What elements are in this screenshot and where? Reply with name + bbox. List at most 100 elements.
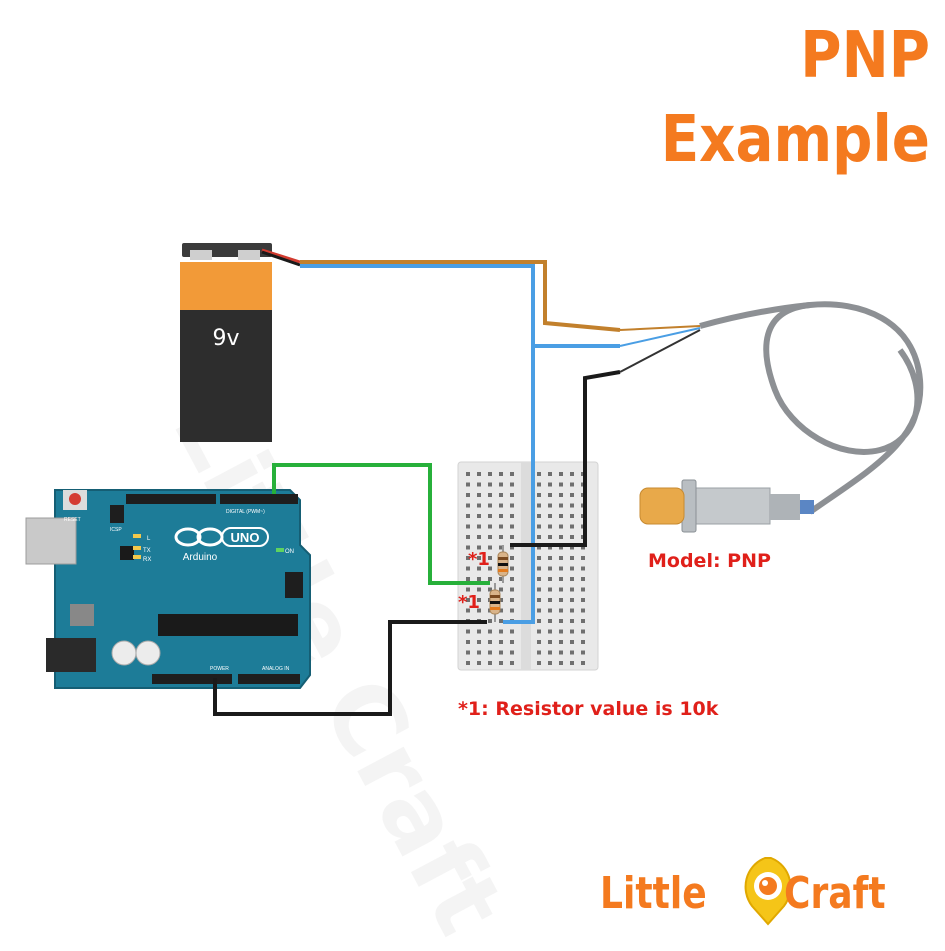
breadboard-hole bbox=[537, 493, 541, 497]
breadboard-hole bbox=[570, 629, 574, 634]
breadboard-hole bbox=[570, 577, 574, 581]
breadboard-hole bbox=[466, 503, 470, 508]
breadboard-hole bbox=[581, 566, 585, 571]
breadboard-hole bbox=[510, 472, 514, 476]
breadboard-hole bbox=[510, 577, 514, 581]
battery-top-band bbox=[180, 262, 272, 310]
breadboard-hole bbox=[477, 503, 481, 508]
breadboard-hole bbox=[499, 650, 503, 655]
breadboard-hole bbox=[477, 650, 481, 655]
breadboard-hole bbox=[466, 587, 470, 592]
breadboard-hole bbox=[559, 598, 563, 602]
battery-red-lead bbox=[261, 248, 301, 264]
breadboard-hole bbox=[499, 619, 503, 623]
wire-blue-breadboard bbox=[503, 346, 535, 624]
breadboard-hole bbox=[466, 545, 470, 550]
logo-text-craft: Craft bbox=[784, 868, 886, 919]
breadboard-hole bbox=[510, 535, 514, 539]
analog-label: ANALOG IN bbox=[262, 666, 290, 672]
resistor-note: *1: Resistor value is 10k bbox=[458, 698, 719, 720]
breadboard-hole bbox=[548, 577, 552, 581]
breadboard-hole bbox=[510, 598, 514, 602]
inductive-sensor bbox=[639, 479, 814, 533]
breadboard-hole bbox=[499, 482, 503, 487]
breadboard-hole bbox=[477, 514, 481, 518]
breadboard-hole bbox=[548, 503, 552, 508]
breadboard-hole bbox=[581, 577, 585, 581]
breadboard-hole bbox=[477, 535, 481, 539]
breadboard-hole bbox=[477, 545, 481, 550]
breadboard-hole bbox=[548, 650, 552, 655]
breadboard-hole bbox=[477, 587, 481, 592]
arduino-logo-text: Arduino bbox=[183, 552, 218, 563]
breadboard-hole bbox=[477, 577, 481, 581]
sensor-cable-lead bbox=[699, 302, 811, 329]
icsp-label: ICSP bbox=[110, 527, 122, 533]
sensor-lead-black bbox=[619, 329, 701, 373]
breadboard-hole bbox=[559, 482, 563, 487]
breadboard-hole bbox=[548, 629, 552, 634]
breadboard-hole bbox=[488, 482, 492, 487]
breadboard-hole bbox=[548, 535, 552, 539]
breadboard-hole bbox=[559, 566, 563, 571]
breadboard-hole bbox=[581, 650, 585, 655]
battery-label: 9v bbox=[212, 326, 239, 351]
breadboard-hole bbox=[466, 608, 470, 613]
capacitor-1 bbox=[111, 640, 137, 666]
breadboard-hole bbox=[499, 524, 503, 529]
breadboard-hole bbox=[510, 587, 514, 592]
wire-brown bbox=[300, 260, 621, 332]
power-jack bbox=[46, 638, 96, 672]
on-label: ON bbox=[285, 549, 294, 555]
led-l bbox=[133, 534, 141, 538]
breadboard-holes bbox=[466, 472, 585, 665]
breadboard-hole bbox=[499, 503, 503, 508]
breadboard-hole bbox=[510, 608, 514, 613]
breadboard-hole bbox=[466, 577, 470, 581]
wire-black-signal bbox=[510, 370, 621, 547]
battery-9v: 9v bbox=[180, 243, 272, 442]
breadboard-hole bbox=[537, 503, 541, 508]
led-label-tx: TX bbox=[143, 548, 151, 554]
breadboard-hole bbox=[548, 661, 552, 665]
breadboard-hole bbox=[570, 472, 574, 476]
breadboard-hole bbox=[559, 535, 563, 539]
digital-header-right bbox=[220, 494, 298, 504]
breadboard-hole bbox=[466, 493, 470, 497]
resistor-1 bbox=[497, 545, 509, 583]
breadboard bbox=[457, 461, 599, 671]
breadboard-hole bbox=[548, 472, 552, 476]
breadboard-hole bbox=[510, 661, 514, 665]
breadboard-hole bbox=[570, 514, 574, 518]
usb-port bbox=[25, 517, 77, 565]
breadboard-hole bbox=[488, 535, 492, 539]
breadboard-hole bbox=[559, 661, 563, 665]
breadboard-hole bbox=[548, 556, 552, 560]
sensor-cable bbox=[619, 301, 924, 515]
sensor-barrel bbox=[689, 487, 771, 525]
breadboard-hole bbox=[477, 524, 481, 529]
breadboard-hole bbox=[499, 608, 503, 613]
breadboard-hole bbox=[559, 503, 563, 508]
breadboard-hole bbox=[510, 629, 514, 634]
sensor-tail bbox=[770, 494, 800, 520]
breadboard-channel bbox=[521, 462, 531, 670]
breadboard-hole bbox=[499, 535, 503, 539]
breadboard-hole bbox=[477, 629, 481, 634]
breadboard-hole bbox=[510, 503, 514, 508]
breadboard-hole bbox=[559, 556, 563, 560]
breadboard-hole bbox=[537, 535, 541, 539]
breadboard-hole bbox=[488, 587, 492, 592]
breadboard-hole bbox=[488, 650, 492, 655]
breadboard-hole bbox=[570, 545, 574, 550]
breadboard-hole bbox=[477, 556, 481, 560]
battery-body bbox=[180, 310, 272, 442]
breadboard-hole bbox=[570, 598, 574, 602]
breadboard-hole bbox=[570, 556, 574, 560]
breadboard-hole bbox=[466, 556, 470, 560]
breadboard-hole bbox=[570, 661, 574, 665]
battery-black-lead bbox=[261, 250, 301, 267]
regulator bbox=[70, 604, 94, 626]
breadboard-hole bbox=[559, 640, 563, 644]
breadboard-hole bbox=[466, 535, 470, 539]
